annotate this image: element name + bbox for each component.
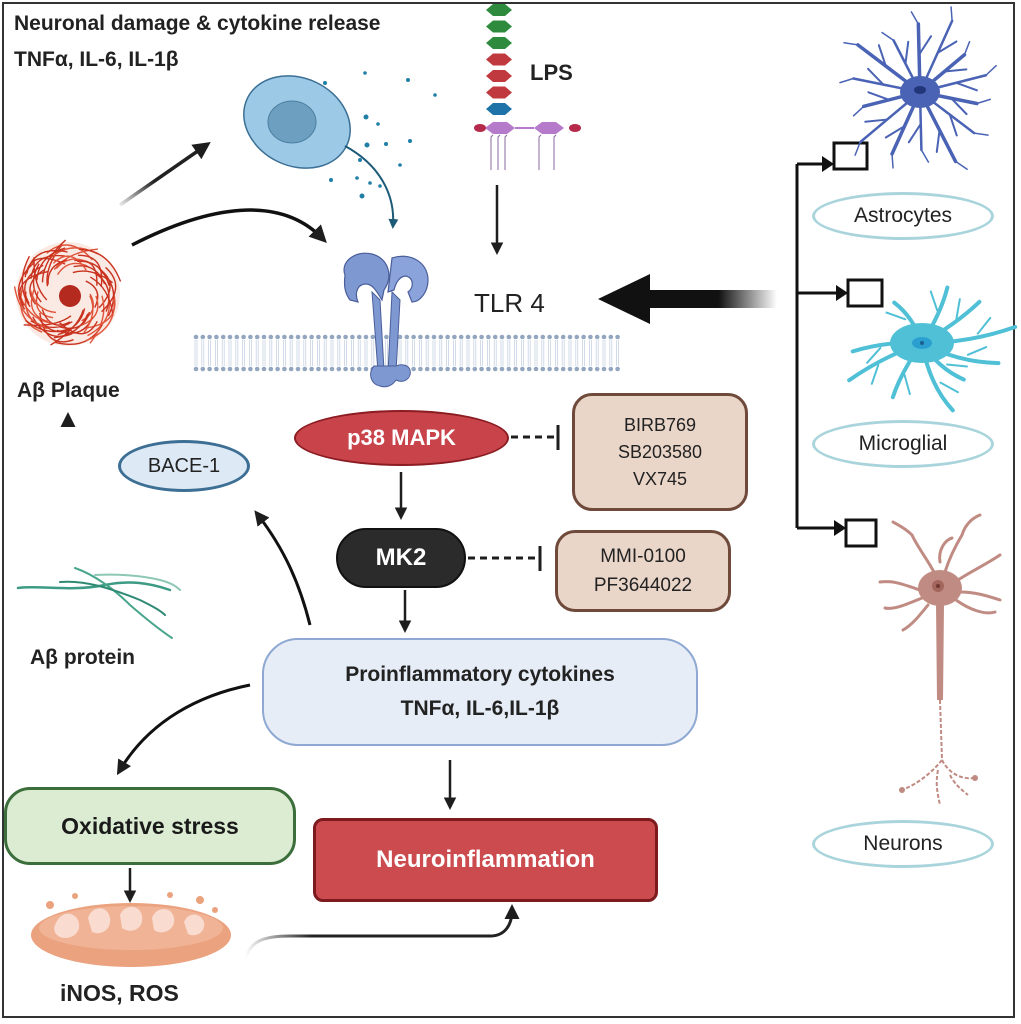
neuron-icon	[878, 513, 1002, 806]
mk2-inhibitors-box: MMI-0100 PF3644022	[555, 530, 731, 612]
amyloid-protein-label: Aβ protein	[30, 646, 135, 669]
lps-sugar-unit	[486, 103, 512, 115]
tlr4-label: TLR 4	[474, 288, 545, 318]
amyloid-plaque-icon	[13, 239, 122, 346]
microglia-checkbox	[846, 278, 884, 308]
neuron-checkbox	[844, 518, 878, 548]
top-title-line2: TNFα, IL-6, IL-1β	[14, 48, 179, 71]
lps-sugar-unit	[486, 86, 512, 99]
mk2-node: MK2	[336, 528, 466, 588]
microglia-icon	[847, 285, 1018, 413]
neuroinflammation-node: Neuroinflammation	[313, 818, 658, 902]
cytokines-to-bace1-arrow	[254, 510, 312, 626]
microglia-label: Microglial	[812, 420, 994, 468]
immune-cell-icon	[243, 71, 437, 229]
top-title-line1: Neuronal damage & cytokine release	[14, 12, 381, 35]
astrocyte-icon	[839, 6, 997, 171]
lps-label: LPS	[530, 60, 573, 85]
cytokines-to-oxidative-arrow	[116, 683, 251, 776]
inhibitor-item: PF3644022	[593, 575, 693, 596]
astrocytes-label: Astrocytes	[812, 192, 994, 240]
mitochondrion-icon	[31, 892, 231, 967]
astrocyte-checkbox	[832, 141, 869, 171]
cytokines-title: Proinflammatory cytokines	[345, 663, 615, 686]
lps-sugar-unit	[486, 53, 512, 66]
bracket-arrowheads	[822, 156, 848, 536]
bace1-node: BACE-1	[118, 440, 250, 492]
cell-membrane	[193, 334, 620, 372]
oxidative-stress-node: Oxidative stress	[4, 787, 296, 865]
inhibitor-item: SB203580	[617, 441, 703, 462]
p38-mapk-node: p38 MAPK	[294, 410, 509, 466]
mito-to-neuroinflammation-arrow	[243, 904, 520, 961]
lps-icon	[474, 4, 581, 170]
cytokines-node: Proinflammatory cytokines TNFα, IL-6,IL-…	[262, 638, 698, 746]
neurons-label: Neurons	[812, 820, 994, 868]
cytokines-list: TNFα, IL-6,IL-1β	[400, 697, 560, 720]
mito-label: iNOS, ROS	[60, 980, 179, 1006]
plaque-to-cell-arrow	[119, 142, 211, 207]
cell-type-bracket	[795, 162, 837, 530]
p38-inhibitors-box: BIRB769 SB203580 VX745	[572, 393, 748, 511]
plaque-label: Aβ Plaque	[17, 379, 120, 402]
tlr4-receptor-icon	[343, 252, 429, 388]
amyloid-protein-icon	[16, 567, 181, 639]
cells-to-tlr4-arrow	[598, 274, 777, 324]
lps-sugar-unit	[486, 20, 512, 33]
inhibitor-item: VX745	[632, 468, 688, 489]
lps-sugar-unit	[486, 4, 512, 16]
inhibitor-item: MMI-0100	[600, 546, 686, 567]
lps-sugar-unit	[486, 37, 512, 49]
p38-inhibition-line	[511, 425, 560, 450]
mk2-inhibition-line	[468, 546, 542, 571]
lps-sugar-unit	[486, 70, 512, 82]
inhibitor-item: BIRB769	[623, 414, 697, 435]
plaque-to-tlr4-arrow	[131, 208, 327, 247]
